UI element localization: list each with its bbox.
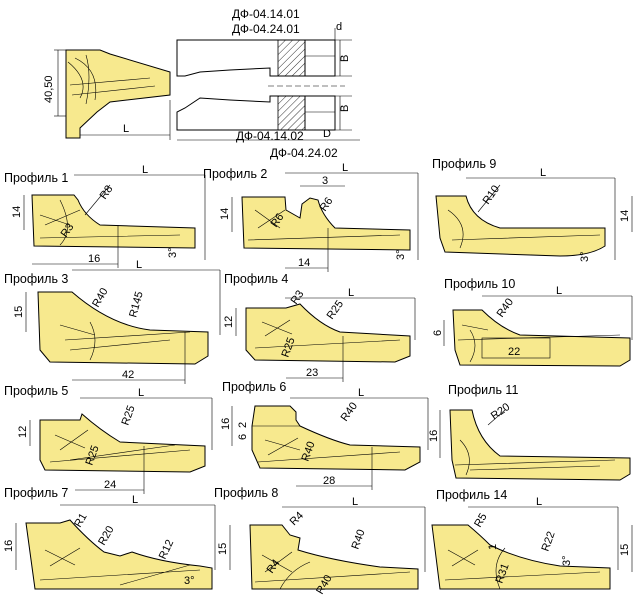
profile-6-dim-h: 16 [220, 418, 232, 430]
generic-profile: 40,50 L [43, 49, 171, 140]
profile-8: Профиль 8 L R4 R4 R40 R40 15 [214, 486, 426, 597]
profile-10-dim-h: 6 [432, 330, 444, 336]
profile-14-dim-R5: R5 [472, 511, 489, 529]
profile-1-title: Профиль 1 [4, 171, 68, 185]
profile-1-dim-L: L [142, 164, 148, 176]
profile-2: Профиль 2 L 3 R6 R6 14 14 3° [203, 162, 419, 272]
profile-11: Профиль 11 R20 16 [428, 383, 631, 481]
profile-10: Профиль 10 L R40 6 22 [432, 277, 633, 367]
profile-10-dim-L: L [556, 285, 562, 297]
profile-4-dim-L: L [348, 287, 354, 299]
profile-9-dim-ang: 3° [579, 251, 591, 262]
cutter-b-dim-top: B [339, 55, 351, 62]
cutter-section: B B d D ДФ-04.14.01 ДФ-04.24.01 ДФ-04.14… [176, 7, 360, 160]
code-top-2: ДФ-04.24.01 [232, 22, 300, 36]
profile-5-dim-L: L [138, 387, 144, 399]
profile-6-dim-b: 2 [237, 422, 249, 428]
profile-7: Профиль 7 L R1 R20 R12 16 3° [3, 486, 216, 590]
profile-9-dim-h: 14 [619, 210, 631, 222]
profile-6: Профиль 6 L R40 R40 16 6 2 28 [220, 380, 429, 490]
profile-7-title: Профиль 7 [4, 486, 68, 500]
profile-5-dim-h: 12 [17, 426, 29, 438]
profile-4-dim-h: 12 [223, 316, 235, 328]
profile-3-dim-R40: R40 [90, 286, 110, 309]
profile-7-dim-R12: R12 [157, 538, 176, 561]
profile-6-dim-w: 28 [323, 475, 335, 487]
generic-height-dim: 40,50 [43, 75, 55, 103]
profile-7-dim-L: L [132, 494, 138, 506]
profile-1-dim-ang: 3° [167, 247, 179, 258]
profile-4-dim-R3: R3 [289, 288, 307, 306]
profile-4-dim-w: 23 [306, 367, 318, 379]
profile-6-dim-a: 6 [237, 434, 249, 440]
profile-8-dim-R4a: R4 [288, 510, 306, 528]
profile-8-dim-R40a: R40 [350, 528, 368, 551]
profile-2-dim-h: 14 [219, 208, 231, 220]
profile-3-dim-w: 42 [122, 369, 134, 381]
profile-7-dim-h: 16 [3, 540, 15, 552]
profile-10-dim-w: 22 [508, 346, 520, 358]
profile-6-dim-R40a: R40 [339, 400, 360, 423]
profile-5-title: Профиль 5 [4, 384, 68, 398]
profile-3-dim-L: L [136, 259, 142, 271]
code-top-1: ДФ-04.14.01 [232, 7, 300, 21]
profile-6-dim-L: L [358, 387, 364, 399]
profile-8-title: Профиль 8 [214, 486, 278, 500]
profile-11-dim-R20: R20 [489, 401, 512, 422]
profile-7-dim-ang: 3° [184, 575, 195, 587]
profile-14-dim-L: L [536, 496, 542, 508]
profile-4: Профиль 4 L R3 R25 R25 12 23 [223, 272, 416, 382]
profile-8-dim-L: L [352, 496, 358, 508]
profile-4-title: Профиль 4 [224, 272, 288, 286]
profile-11-dim-h: 16 [428, 430, 440, 442]
profile-2-dim-L: L [342, 162, 348, 174]
profile-14: Профиль 14 L R5 R22 R31 1 15 3° [431, 488, 633, 590]
profile-3: Профиль 3 L R40 R145 15 42 [4, 259, 221, 384]
profile-3-title: Профиль 3 [4, 272, 68, 286]
profile-14-dim-ang: 3° [561, 555, 573, 566]
profile-10-title: Профиль 10 [444, 277, 515, 291]
profile-1-dim-R8: R8 [98, 183, 116, 201]
profile-3-dim-R145: R145 [127, 290, 145, 319]
cutter-b-dim-bottom: B [339, 105, 351, 112]
profile-5: Профиль 5 L R25 R25 12 24 [4, 384, 213, 494]
code-bottom-1: ДФ-04.14.02 [236, 129, 304, 143]
generic-length-dim: L [123, 123, 129, 135]
profile-11-title: Профиль 11 [448, 383, 518, 397]
profile-2-dim-a: 3 [322, 175, 328, 187]
profile-9: Профиль 9 L R10 14 3° [432, 157, 633, 262]
profile-8-dim-h: 15 [217, 543, 229, 555]
profile-2-title: Профиль 2 [203, 167, 267, 181]
cutter-d-dim: d [336, 21, 342, 33]
cutter-D-dim: D [323, 128, 331, 140]
profile-10-dim-R40: R40 [495, 296, 516, 319]
profile-1-dim-w: 16 [88, 253, 100, 265]
profile-14-title: Профиль 14 [436, 488, 507, 502]
profile-14-dim-R22: R22 [540, 530, 558, 553]
profile-14-dim-a: 1 [487, 544, 499, 550]
profile-7-dim-R20: R20 [96, 524, 116, 547]
profile-2-dim-ang: 3° [395, 249, 407, 260]
profile-1-dim-h: 14 [11, 206, 23, 218]
profile-9-dim-L: L [540, 167, 546, 179]
profile-5-dim-w: 24 [104, 479, 116, 491]
profile-1: Профиль 1 L R8 R3 14 16 3° [4, 164, 206, 268]
profile-6-title: Профиль 6 [222, 380, 286, 394]
profile-9-title: Профиль 9 [432, 157, 496, 171]
profile-2-dim-w: 14 [298, 257, 310, 269]
profile-3-dim-h: 15 [13, 306, 25, 318]
profile-4-dim-R25a: R25 [325, 298, 346, 321]
profile-5-dim-R25a: R25 [120, 404, 138, 427]
profile-14-dim-h: 15 [619, 544, 631, 556]
code-bottom-2: ДФ-04.24.02 [270, 146, 338, 160]
